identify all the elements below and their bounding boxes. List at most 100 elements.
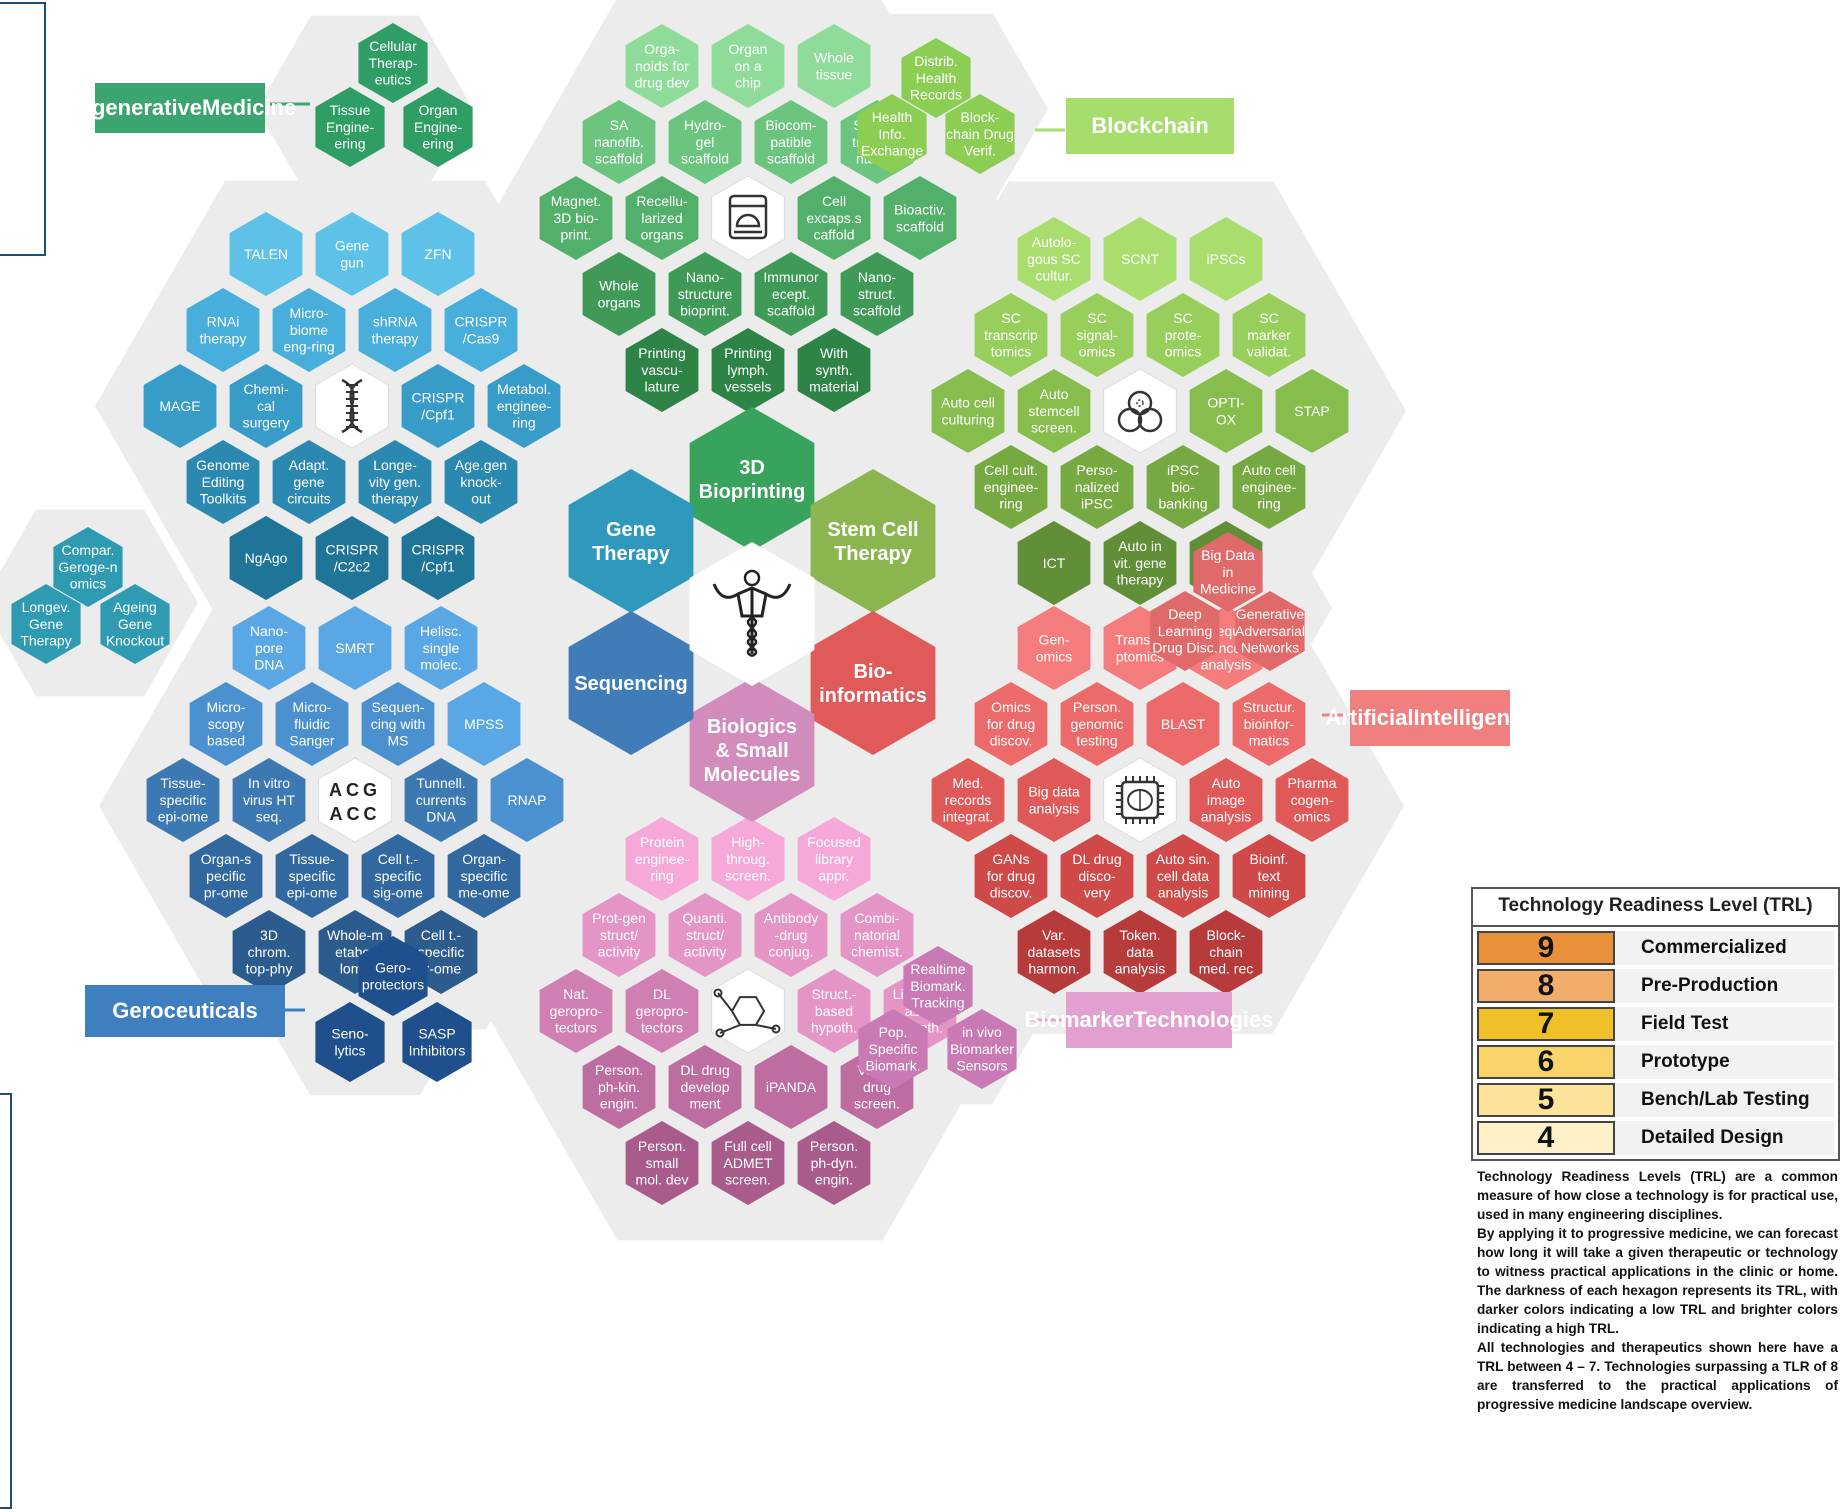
hex-label: CRISPR/Cas9 (455, 314, 508, 347)
hex-label: Nat.geropro-tectors (550, 986, 603, 1036)
hex-label: ZFN (424, 246, 451, 262)
trl-description: Technology Readiness Levels (TRL) are a … (1471, 1161, 1840, 1414)
hex-shape (146, 758, 220, 842)
technology-hex: ZFN (401, 212, 475, 296)
technology-hex: STAP (1275, 369, 1349, 453)
hex-shape (625, 1121, 699, 1205)
hex-label: Seno-lytics (331, 1026, 369, 1059)
hex-shape (318, 606, 392, 690)
category-hex-label: Sequencing (574, 673, 687, 695)
brain-chip-icon (1103, 757, 1177, 843)
trl-paragraph: By applying it to progressive medicine, … (1477, 1226, 1838, 1336)
hex-shape (272, 288, 346, 372)
hex-shape (315, 87, 385, 167)
trl-level-name: Detailed Design (1615, 1121, 1834, 1155)
hex-shape (974, 293, 1048, 377)
technology-hex: SCNT (1103, 217, 1177, 301)
technology-hex: OPTI-OX (1189, 369, 1263, 453)
hex-shape (668, 1045, 742, 1129)
hex-shape (974, 445, 1048, 529)
technology-hex: Person.ph-kin.engin. (582, 1045, 656, 1129)
hex-shape (444, 288, 518, 372)
hex-label: Person.ph-dyn.engin. (810, 1138, 858, 1188)
technology-hex: CRISPR/Cpf1 (401, 364, 475, 448)
hex-label: SCNT (1121, 251, 1160, 267)
hex-shape (797, 24, 871, 108)
technology-hex: ICT (1017, 521, 1091, 605)
category-hex-label: Bio-informatics (819, 661, 927, 707)
hex-shape (1060, 834, 1134, 918)
hex-label: Magnet.3D bio-print. (551, 193, 602, 243)
hex-shape (1150, 591, 1220, 671)
hex-label: RNAP (508, 792, 547, 808)
hex-shape (689, 678, 815, 822)
hex-shape (810, 469, 936, 613)
hex-shape (1146, 293, 1220, 377)
hex-shape (447, 834, 521, 918)
hex-label: ICT (1043, 555, 1066, 571)
hex-shape (568, 469, 694, 613)
hex-shape (447, 682, 521, 766)
hex-shape (947, 1009, 1017, 1089)
hex-shape (315, 516, 389, 600)
hex-label: Gen-omics (1036, 632, 1073, 665)
hex-shape (1060, 293, 1134, 377)
blockchain-label: Blockchain (1066, 98, 1234, 154)
hex-shape (232, 910, 306, 994)
technology-hex: Structur.bioinfor-matics (1232, 682, 1306, 766)
technology-hex: Person.ph-dyn.engin. (797, 1121, 871, 1205)
hex-shape (1017, 910, 1091, 994)
hex-shape (840, 893, 914, 977)
technology-hex: TALEN (229, 212, 303, 296)
hex-label: CRISPR/Cpf1 (412, 390, 465, 423)
left-bottom-frame (0, 1093, 12, 1509)
hex-shape (401, 516, 475, 600)
hex-shape (490, 758, 564, 842)
trl-level-name: Bench/Lab Testing (1615, 1083, 1834, 1117)
hex-shape (668, 100, 742, 184)
hex-label: CRISPR/Cpf1 (412, 542, 465, 575)
hex-shape (625, 328, 699, 412)
